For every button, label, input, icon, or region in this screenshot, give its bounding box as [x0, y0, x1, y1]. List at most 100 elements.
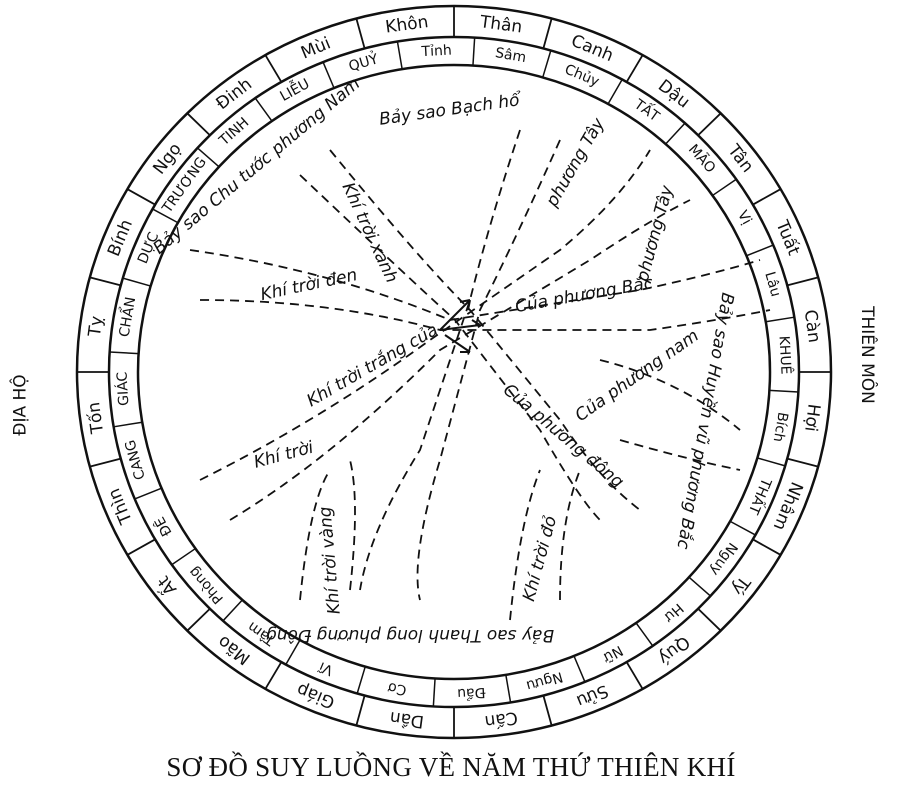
outer-ring-divider — [542, 18, 553, 49]
outer-ring-divider — [264, 661, 283, 690]
outer-ring-divider — [542, 695, 553, 726]
outer-ring-label: Càn — [800, 309, 824, 344]
outer-ring-divider — [697, 112, 722, 137]
outer-ring-label: Quý — [654, 631, 693, 668]
outer-ring-divider — [697, 607, 722, 632]
inner-ring-divider — [113, 421, 143, 428]
outer-ring-divider — [625, 661, 644, 690]
inner-ring-divider — [432, 677, 436, 707]
dia-ho-label: ĐỊA HỘ — [10, 374, 31, 436]
inner-ring-divider — [396, 41, 403, 70]
inner-ring-divider — [769, 389, 799, 393]
outer-ring-label: Tý — [727, 571, 754, 598]
qi-band-line — [299, 459, 356, 601]
inner-ring-divider — [285, 639, 301, 665]
middle-circle — [107, 35, 801, 709]
outer-ring-label: Canh — [568, 31, 616, 66]
qi-band-line — [199, 299, 771, 331]
outer-ring-label: Thân — [478, 12, 524, 37]
outer-ring-label: Cấn — [483, 707, 519, 732]
diagram-caption: SƠ ĐỒ SUY LUỒNG VỀ NĂM THỨ THIÊN KHÍ — [166, 752, 736, 782]
inner-ring-divider — [472, 37, 476, 67]
inner-ring-divider — [607, 79, 623, 105]
inner-ring-divider — [541, 50, 552, 78]
outer-ring-divider — [752, 188, 781, 206]
qi-band-line — [329, 149, 641, 511]
qi-band-line — [416, 139, 561, 601]
inner-ring-label: Nguy — [706, 539, 740, 578]
outer-ring-divider — [355, 695, 366, 726]
outer-ring-label: Dậu — [654, 76, 693, 113]
outer-ring-label: Nhâm — [769, 479, 807, 533]
inner-ring-label: MÃO — [685, 141, 719, 177]
outer-ring-divider — [787, 457, 819, 468]
qi-band-label: Của phương Bắc — [513, 272, 655, 317]
inner-circle — [136, 63, 772, 681]
inner-ring-label: Vị — [734, 208, 755, 227]
outer-ring-label: Ngọ — [149, 139, 186, 178]
qi-band-line — [189, 249, 761, 321]
outer-ring-divider — [355, 18, 366, 49]
inner-ring-label: Bích — [770, 411, 791, 443]
qi-band-label: Bảy sao Bạch hổ — [378, 89, 524, 130]
inner-ring-divider — [765, 316, 795, 323]
outer-ring-divider — [787, 276, 819, 287]
qi-band-line — [299, 174, 601, 521]
outer-ring-divider — [89, 457, 121, 468]
outer-ring-divider — [186, 607, 211, 632]
outer-ring-divider — [264, 54, 283, 83]
inner-ring-divider — [322, 62, 335, 89]
outer-ring-label: Tân — [723, 140, 757, 176]
inner-ring-divider — [505, 674, 512, 703]
thien-mon-label: THIÊN MÔN — [856, 306, 877, 404]
qi-band-label: phương Tây — [632, 183, 677, 285]
inner-ring-divider — [573, 655, 586, 682]
outer-ring-label: Dần — [388, 707, 425, 732]
inner-ring-label: Ngưu — [524, 668, 564, 694]
qi-band-label: Khí trời đỏ — [519, 514, 561, 604]
inner-ring-divider — [152, 208, 179, 224]
inner-ring-divider — [729, 520, 756, 536]
qi-band-line — [509, 469, 581, 621]
inner-ring-divider — [757, 457, 786, 467]
inner-ring-label: Sâm — [494, 45, 527, 66]
inner-ring-label: Tỉnh — [420, 43, 452, 61]
inner-ring-divider — [171, 547, 197, 566]
inner-ring-divider — [222, 599, 244, 622]
inner-ring-divider — [134, 487, 162, 500]
center-arrows-icon — [439, 299, 481, 353]
inner-ring-divider — [254, 97, 273, 122]
inner-ring-label: Nữ — [600, 642, 626, 666]
outer-ring-divider — [127, 538, 156, 556]
inner-ring-divider — [356, 666, 367, 694]
inner-ring-divider — [197, 147, 220, 168]
qi-band-label: Của phương nam — [572, 326, 703, 426]
inner-ring-label: Cơ — [387, 679, 408, 698]
outer-ring-divider — [186, 112, 211, 137]
outer-ring-divider — [127, 188, 156, 206]
inner-ring-label: KHUÊ — [776, 335, 796, 375]
inner-ring-divider — [746, 244, 774, 257]
outer-ring-divider — [752, 538, 781, 556]
outer-ring-label: Hợi — [800, 403, 823, 433]
outer-ring-label: Mão — [214, 631, 254, 668]
inner-ring-divider — [664, 122, 686, 145]
outer-ring-divider — [625, 54, 644, 83]
inner-ring-label: TINH — [216, 115, 253, 150]
outer-ring-label: Tốn — [83, 401, 108, 436]
inner-ring-divider — [122, 277, 151, 287]
qi-band-label: phương Tây — [542, 114, 610, 211]
qi-band-label: Khí trời vàng — [315, 505, 344, 615]
inner-ring-divider — [688, 576, 711, 597]
inner-ring-label: Đẩu — [457, 684, 486, 702]
qi-band-line — [199, 149, 651, 481]
inner-ring-divider — [711, 178, 737, 197]
qi-band-label: Khí trời đen — [259, 265, 359, 305]
qi-band-line — [229, 199, 691, 521]
inner-ring-divider — [635, 622, 654, 647]
inner-ring-label: GIÁC — [114, 371, 133, 406]
qi-band-line — [599, 359, 741, 471]
inner-ring-divider — [109, 351, 139, 355]
inner-ring-label: Vĩ — [316, 658, 336, 678]
